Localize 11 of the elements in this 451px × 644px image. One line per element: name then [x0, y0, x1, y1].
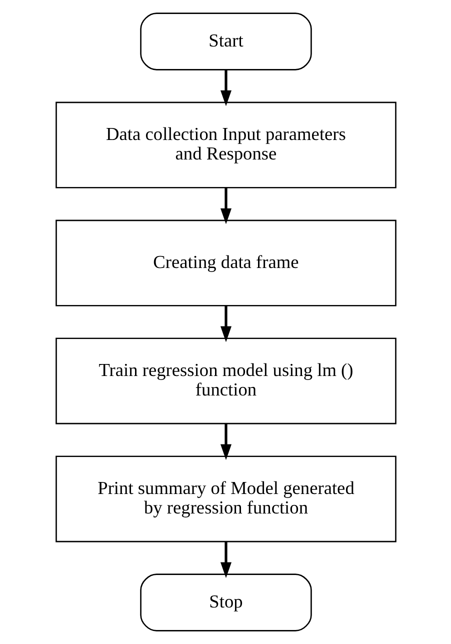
- arrow: [220, 70, 232, 106]
- node-box: Start: [140, 12, 312, 70]
- arrow: [220, 542, 232, 578]
- arrow: [220, 188, 232, 224]
- node-box: Data collection Input parameters and Response: [55, 102, 396, 188]
- node-box: Print summary of Model generated by regression function: [55, 456, 396, 542]
- node-box: Creating data frame: [55, 220, 396, 306]
- arrow: [220, 306, 232, 342]
- node-box: Train regression model using lm () function: [55, 338, 396, 424]
- node-box: Stop: [140, 574, 312, 632]
- arrow: [220, 424, 232, 460]
